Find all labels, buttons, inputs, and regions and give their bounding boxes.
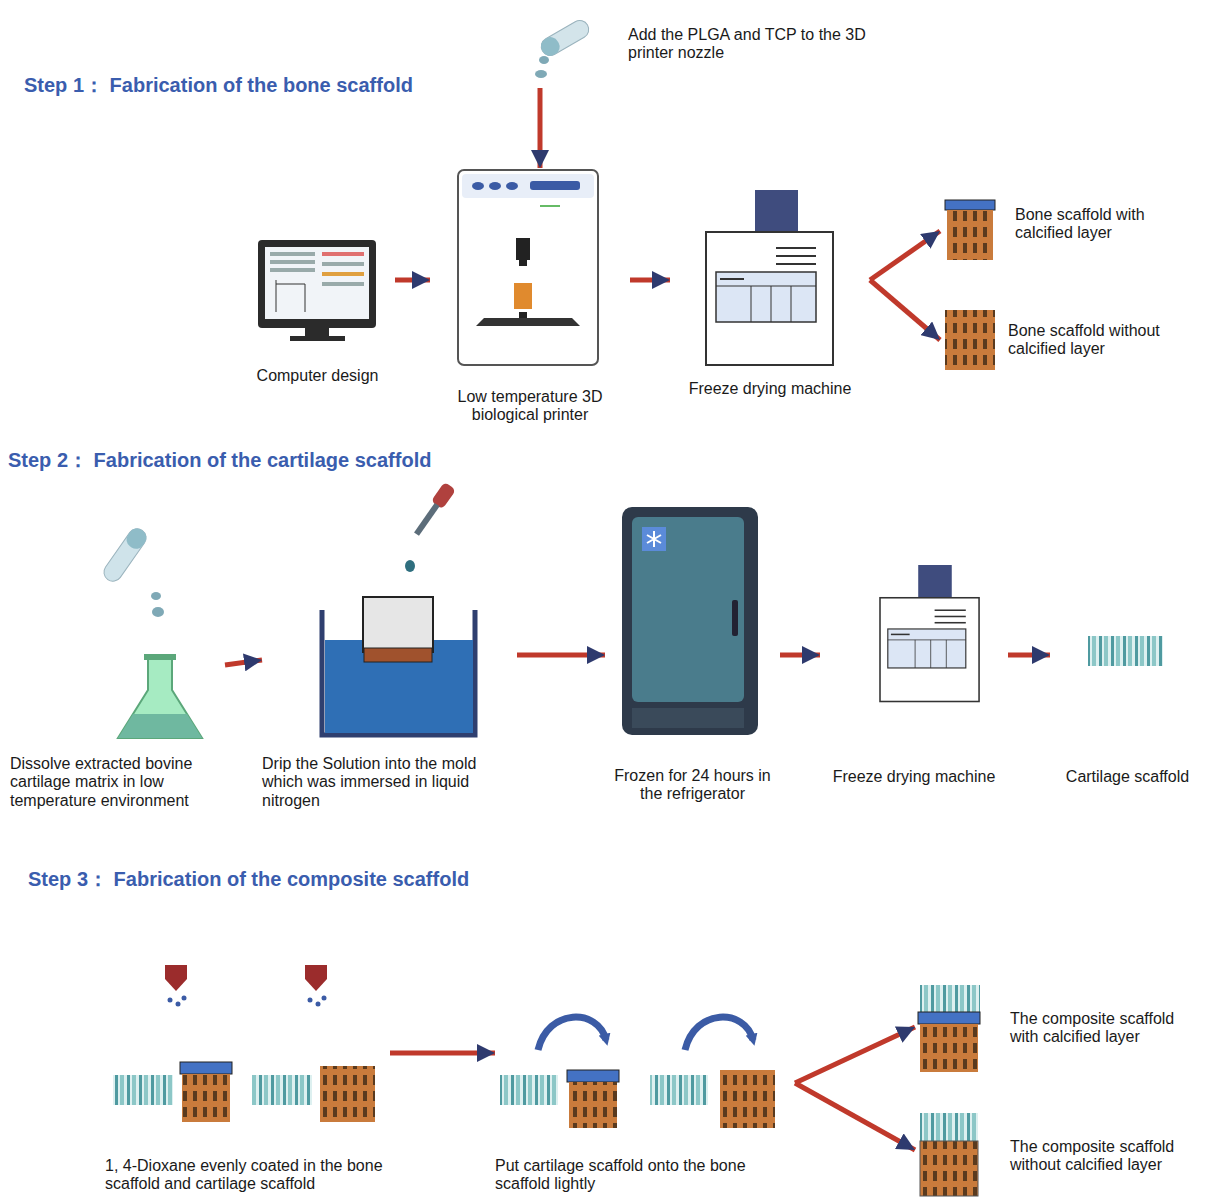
step-caption: Add the PLGA and TCP to the 3D printer n… [628, 26, 868, 63]
process-step: Cartilage scaffold [1050, 630, 1205, 790]
step-caption: Low temperature 3D biological printer [430, 388, 630, 425]
flow-arrow [795, 1027, 915, 1083]
process-step: Put cartilage scaffold onto the bone sca… [495, 998, 795, 1196]
step-caption: Computer design [240, 367, 395, 385]
step-caption: The composite scaffold without calcified… [1010, 1138, 1200, 1175]
process-step: Low temperature 3D biological printer [430, 168, 630, 433]
process-step: 1, 4-Dioxane evenly coated in the bone s… [105, 962, 390, 1196]
step-caption: Frozen for 24 hours in the refrigerator [605, 767, 780, 804]
flow-arrow [630, 278, 670, 283]
step-caption: Dissolve extracted bovine cartilage matr… [10, 755, 225, 810]
flow-arrow [1008, 653, 1050, 658]
step-caption: 1, 4-Dioxane evenly coated in the bone s… [105, 1157, 390, 1194]
step-heading: Step 1： Fabrication of the bone scaffold [24, 72, 413, 99]
flow-arrow [225, 660, 262, 665]
step-heading: Step 2： Fabrication of the cartilage sca… [8, 447, 431, 474]
process-step: Add the PLGA and TCP to the 3D printer n… [528, 18, 873, 88]
process-step: Freeze drying machine [820, 563, 1008, 788]
step-heading: Step 3： Fabrication of the composite sca… [28, 866, 469, 893]
flow-arrow [870, 231, 940, 280]
process-step: Bone scaffold with calcified layer [940, 198, 1205, 264]
step-caption: The composite scaffold with calcified la… [1010, 1010, 1200, 1047]
process-step: Frozen for 24 hours in the refrigerator [605, 505, 780, 810]
flow-arrow [395, 278, 430, 283]
flow-arrow [538, 88, 543, 168]
step-caption: Bone scaffold with calcified layer [1015, 206, 1175, 243]
step-caption: Bone scaffold without calcified layer [1008, 322, 1198, 359]
process-step: The composite scaffold without calcified… [915, 1110, 1205, 1198]
step-caption: Freeze drying machine [820, 768, 1008, 786]
step-caption: Cartilage scaffold [1050, 768, 1205, 786]
step-caption: Put cartilage scaffold onto the bone sca… [495, 1157, 795, 1194]
flow-arrow [780, 653, 820, 658]
process-step: Freeze drying machine [670, 188, 870, 400]
flow-arrow [795, 1083, 915, 1150]
flow-arrow [870, 280, 940, 340]
step-caption: Freeze drying machine [670, 380, 870, 398]
process-step: Drip the Solution into the mold which wa… [262, 485, 517, 820]
step-caption: Drip the Solution into the mold which wa… [262, 755, 517, 810]
flow-arrow [390, 1051, 495, 1056]
flow-arrow [517, 653, 605, 658]
process-step: Bone scaffold without calcified layer [940, 308, 1205, 373]
process-step: Dissolve extracted bovine cartilage matr… [10, 525, 225, 820]
process-step: The composite scaffold with calcified la… [915, 982, 1205, 1072]
process-step: Computer design [240, 235, 395, 390]
